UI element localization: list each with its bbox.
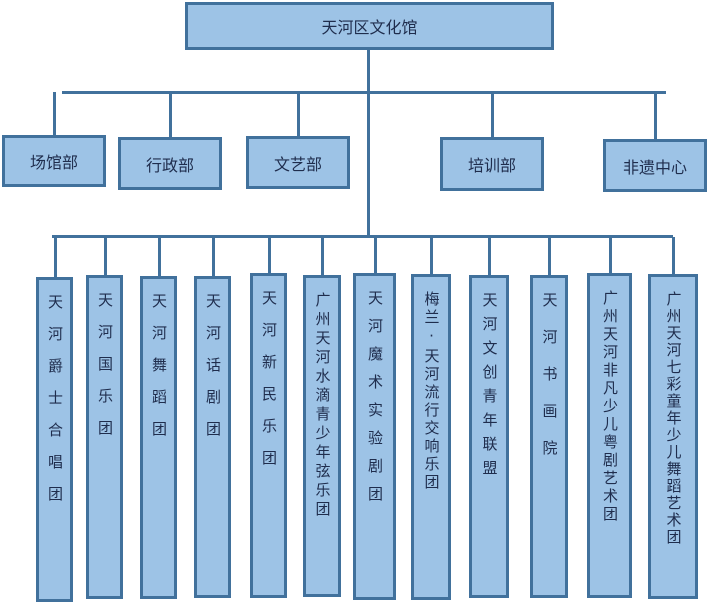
group-node: 天河舞蹈团 [140, 276, 177, 599]
department-node: 行政部 [118, 137, 222, 190]
department-connector [169, 92, 172, 137]
department-label: 行政部 [145, 155, 194, 175]
group-bus-line [52, 235, 673, 238]
trunk-connector [367, 50, 370, 238]
group-node: 天河爵士合唱团 [36, 277, 73, 602]
group-connector [158, 237, 161, 276]
department-node: 文艺部 [246, 136, 350, 189]
group-node: 广州天河非凡少儿粤剧艺术团 [587, 273, 632, 598]
department-node: 场馆部 [2, 135, 106, 187]
department-connector [53, 92, 56, 135]
group-label: 广州天河水滴青少年弦乐团 [313, 292, 332, 520]
group-connector [321, 237, 324, 275]
department-connector [491, 92, 494, 137]
group-connector [268, 237, 271, 273]
department-connector [297, 92, 300, 136]
group-label: 天河话剧团 [204, 293, 222, 453]
department-node: 培训部 [440, 137, 544, 191]
department-bus-line [62, 91, 666, 94]
department-label: 培训部 [467, 156, 516, 175]
group-connector [54, 237, 57, 277]
group-connector [212, 237, 215, 276]
group-connector [374, 237, 377, 273]
group-label: 天河魔术实验剧团 [366, 290, 384, 514]
group-label: 天河国乐团 [96, 292, 114, 452]
department-connector [654, 92, 657, 139]
group-node: 天河魔术实验剧团 [353, 273, 396, 600]
group-connector [672, 237, 675, 274]
group-connector [548, 237, 551, 275]
group-connector [430, 237, 433, 274]
group-label: 梅兰·天河流行交响乐团 [422, 291, 441, 492]
department-node: 非遗中心 [603, 139, 707, 192]
root-node: 天河区文化馆 [185, 2, 554, 50]
department-label: 文艺部 [273, 154, 322, 174]
group-label: 广州天河七彩童年少儿舞蹈艺术团 [664, 291, 683, 546]
group-node: 天河国乐团 [86, 275, 123, 599]
department-label: 场馆部 [29, 153, 78, 172]
group-node: 广州天河水滴青少年弦乐团 [303, 275, 341, 597]
group-connector [488, 237, 491, 275]
group-connector [609, 237, 612, 273]
root-label: 天河区文化馆 [321, 18, 418, 37]
group-connector [104, 237, 107, 275]
group-node: 天河新民乐团 [250, 273, 287, 598]
group-label: 天河文创青年联盟 [480, 292, 499, 484]
group-label: 天河新民乐团 [260, 290, 278, 482]
group-node: 天河话剧团 [194, 276, 231, 598]
group-label: 天河爵士合唱团 [46, 294, 64, 518]
group-label: 天河舞蹈团 [150, 293, 168, 453]
group-label: 天河书画院 [540, 292, 559, 477]
group-label: 广州天河非凡少儿粤剧艺术团 [601, 290, 619, 524]
group-node: 天河文创青年联盟 [469, 275, 509, 598]
group-node: 天河书画院 [530, 275, 568, 598]
group-node: 广州天河七彩童年少儿舞蹈艺术团 [648, 274, 698, 599]
group-node: 梅兰·天河流行交响乐团 [411, 274, 451, 600]
department-label: 非遗中心 [622, 157, 687, 177]
